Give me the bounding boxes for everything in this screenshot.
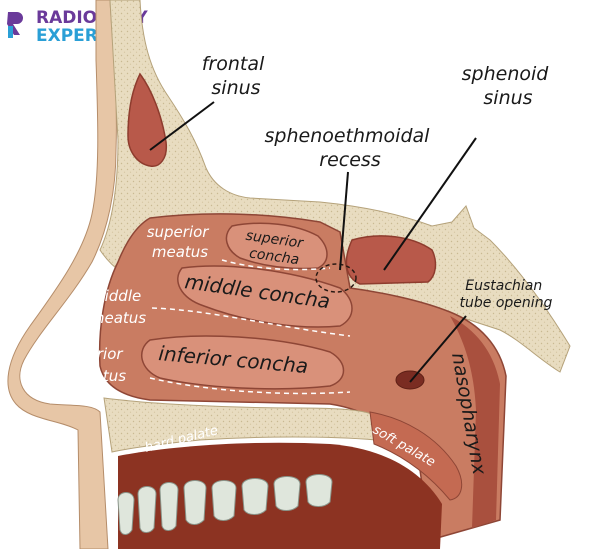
inferior-concha: [140, 335, 345, 390]
logo-mark-icon: [7, 12, 23, 38]
teeth: [117, 474, 333, 535]
superior-concha-label: superior concha: [242, 228, 308, 269]
nasopharynx-wall: [450, 316, 500, 528]
logo-line2: EXPERT: [36, 26, 109, 46]
sphenoid-sinus-leader: [383, 137, 477, 271]
superior-meatus-label: superior meatus: [147, 223, 214, 261]
eustachian-tube-label: Eustachian tube opening: [460, 278, 553, 311]
superior-concha: [225, 222, 328, 270]
soft-palate: [369, 411, 463, 501]
inferior-meatus-line: [149, 377, 351, 395]
frontal-sinus-leader: [149, 101, 215, 151]
leader-lines: [149, 101, 477, 383]
meatus-dashed-lines: [149, 259, 351, 395]
middle-meatus-label: middle meatus: [90, 287, 146, 327]
middle-concha: [177, 265, 353, 328]
eustachian-leader: [409, 315, 467, 383]
inferior-meatus-label: inferior meatus: [69, 345, 128, 385]
face-profile: [7, 0, 117, 549]
frontal-sinus-label: frontal sinus: [202, 53, 271, 99]
sphenoid-sinus-label: sphenoid sinus: [462, 63, 555, 109]
eustachian-tube-opening: [395, 370, 425, 390]
superior-meatus-line: [221, 259, 331, 271]
sphenoethmoidal-recess-leader: [339, 171, 349, 271]
sphenoethmoidal-recess-label: sphenoethmoidal recess: [265, 125, 436, 171]
sphenoethmoidal-recess-marker: [315, 263, 357, 293]
frontal-sinus: [127, 72, 168, 167]
middle-meatus-line: [151, 307, 351, 337]
